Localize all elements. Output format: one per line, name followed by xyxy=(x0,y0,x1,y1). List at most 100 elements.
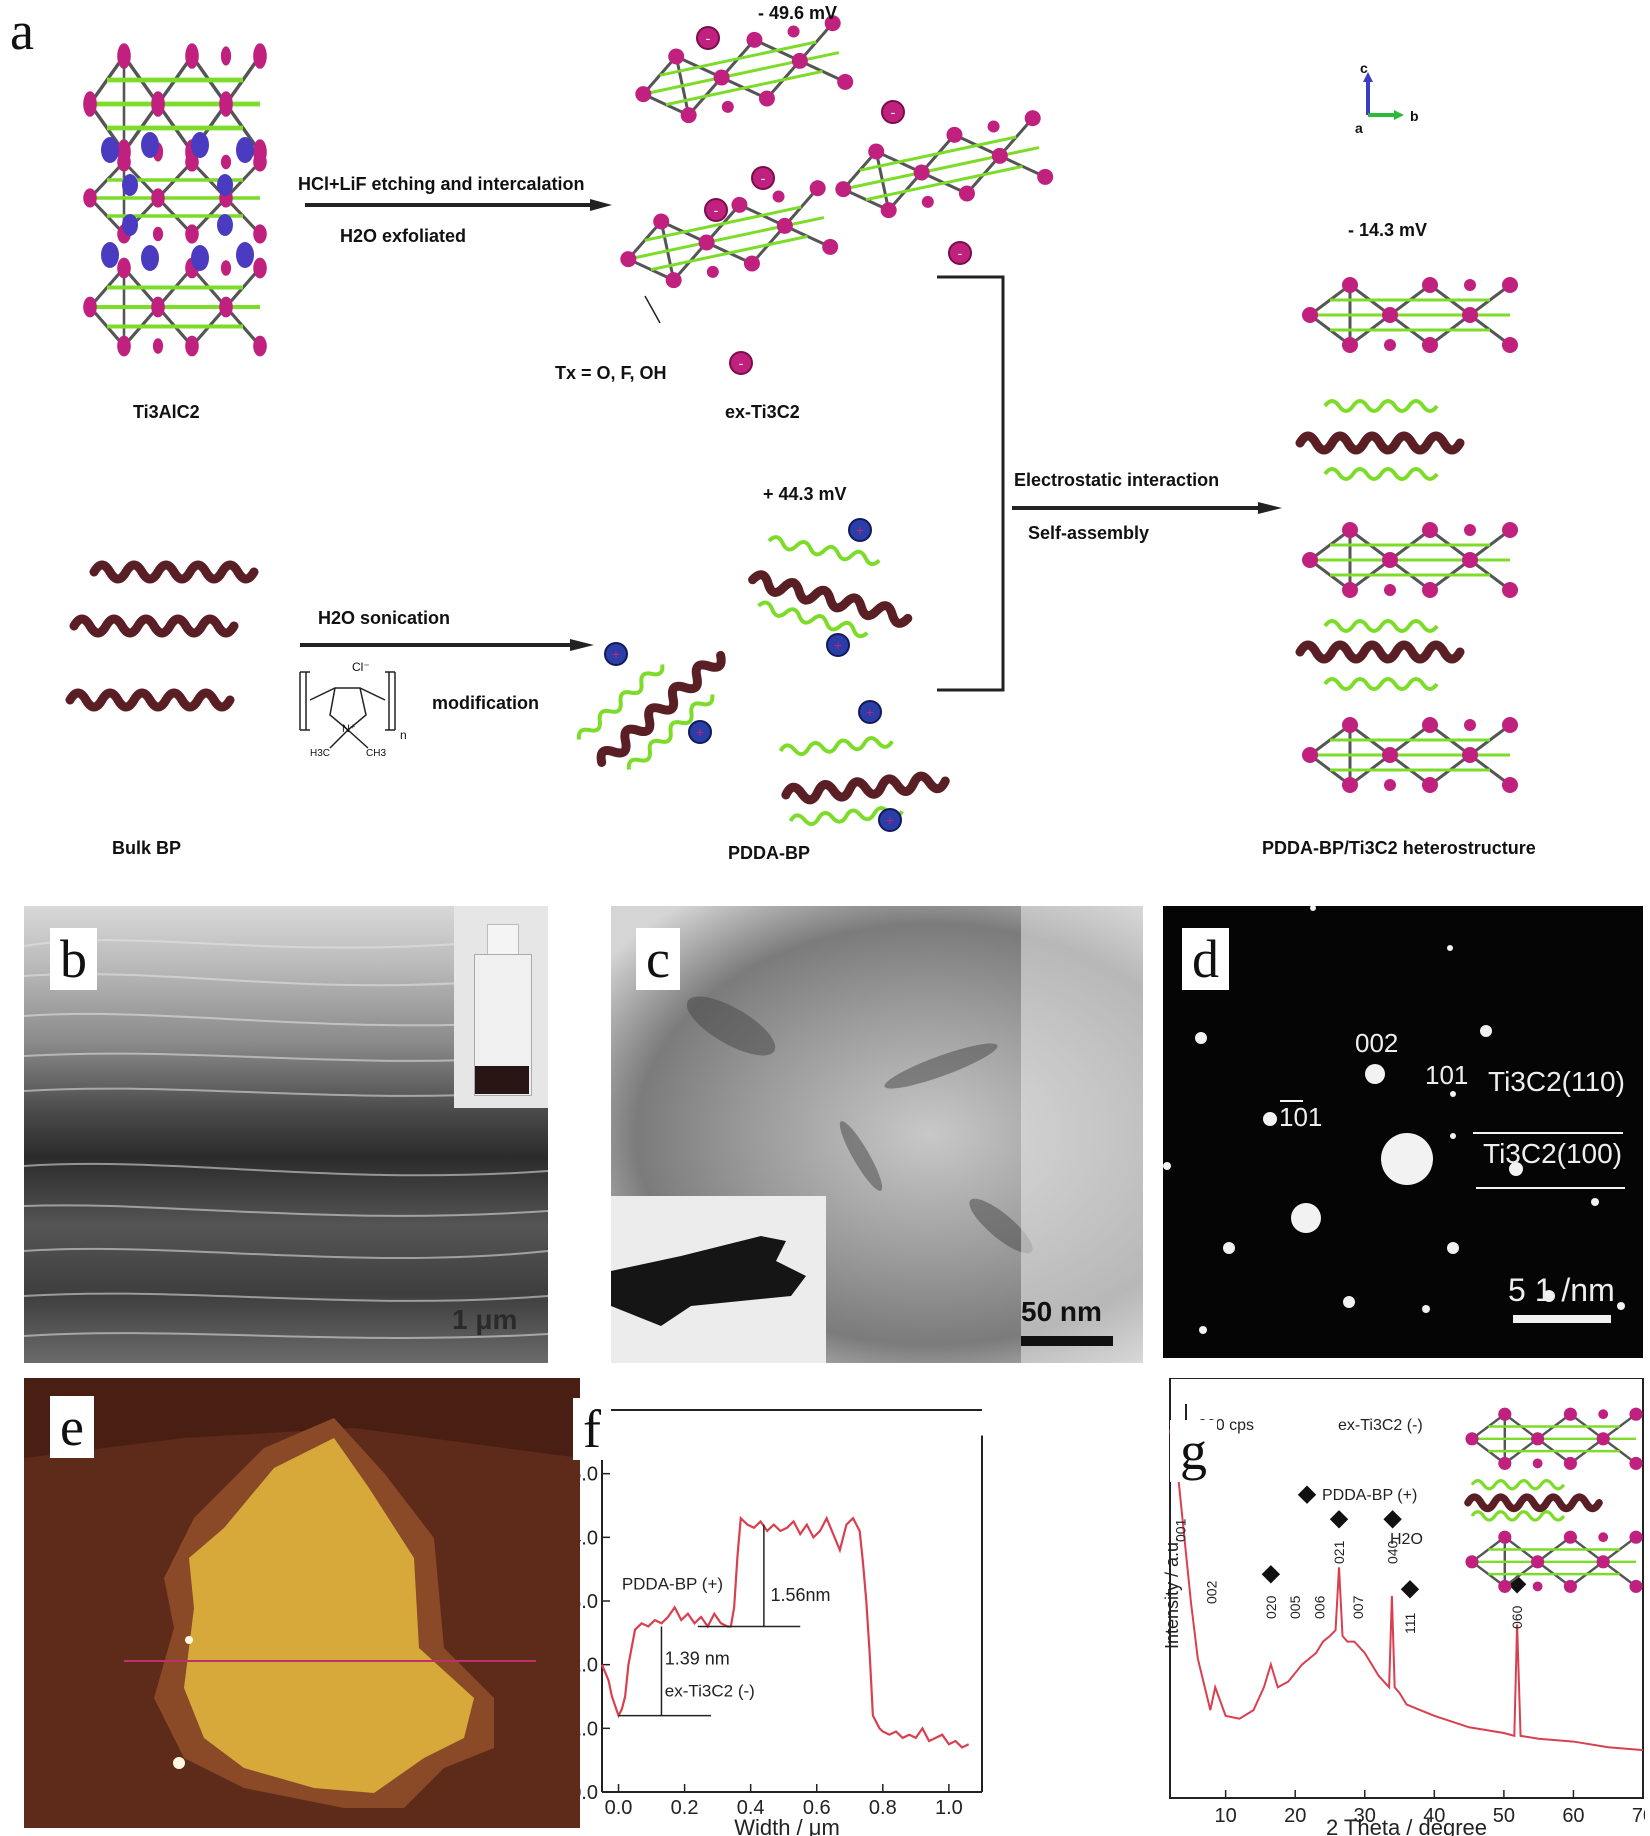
hetero-label: PDDA-BP/Ti3C2 heterostructure xyxy=(1262,838,1536,858)
g-legend-pdda: PDDA-BP (+) xyxy=(1322,1487,1417,1504)
saed-spots xyxy=(1163,906,1625,1334)
g-peak-label-4: 006 xyxy=(1312,1595,1328,1619)
axis-a-label: a xyxy=(1355,120,1363,136)
f-ann-139: 1.39 nm xyxy=(665,1649,730,1669)
g-peak-label-5: 021 xyxy=(1331,1540,1347,1564)
panel-label-g: g xyxy=(1170,1420,1217,1482)
axis-triad xyxy=(1363,72,1404,120)
panel-label-c: c xyxy=(636,928,680,990)
g-legend-h2o: H2O xyxy=(1390,1531,1423,1548)
sem-scale-label: 1 μm xyxy=(452,1304,518,1335)
zeta-pdda: + 44.3 mV xyxy=(763,484,847,504)
xrd-chart: 10 20 30 40 50 60 70 2 Theta / degree Intensity … xyxy=(1162,1378,1645,1836)
saed-ti3c2-100: Ti3C2(100) xyxy=(1483,1138,1623,1169)
axis-c-label: c xyxy=(1360,60,1368,76)
g-series-line xyxy=(1169,1429,1644,1752)
axis-b-label: b xyxy=(1410,108,1419,124)
pdda-me1-label: H3C xyxy=(310,748,331,759)
f-ytick-label-5: 5.0 xyxy=(580,1464,598,1486)
f-ytick-label-0: 0.0 xyxy=(580,1782,598,1804)
f-ytick-label-2: 2.0 xyxy=(580,1655,598,1677)
g-peak-label-3: 005 xyxy=(1287,1595,1303,1619)
g-peak-label-9: 060 xyxy=(1509,1605,1525,1629)
ti3alc2-label: Ti3AlC2 xyxy=(133,402,200,422)
f-ann-ex: ex-Ti3C2 (-) xyxy=(665,1682,755,1701)
f-series-line xyxy=(600,1515,970,1749)
pdda-structure xyxy=(299,671,396,749)
g-peak-label-8: 111 xyxy=(1402,1613,1418,1634)
bulk-bp-structure xyxy=(70,565,254,707)
saed-ti3c2-110: Ti3C2(110) xyxy=(1488,1066,1625,1097)
ti3alc2-structure xyxy=(83,43,267,359)
f-xtick-label-4: 0.8 xyxy=(869,1797,897,1819)
panel-label-e: e xyxy=(50,1396,94,1458)
g-xtick-label-0: 10 xyxy=(1215,1805,1237,1827)
f-ylabel: Thickness / nm xyxy=(580,1544,583,1692)
arrow1-top-label: HCl+LiF etching and intercalation xyxy=(298,174,585,194)
g-frame xyxy=(1169,1378,1644,1799)
f-xtick-label-3: 0.6 xyxy=(803,1797,831,1819)
g-peak-label-6: 007 xyxy=(1350,1595,1366,1619)
g-xtick-label-2: 30 xyxy=(1354,1805,1376,1827)
g-xtick-label-6: 70 xyxy=(1632,1805,1645,1827)
saed-scale-label: 5 1 /nm xyxy=(1508,1272,1615,1308)
panel-label-a: a xyxy=(0,0,44,62)
f-xtick-label-0: 0.0 xyxy=(605,1797,633,1819)
heterostructure-stack xyxy=(1300,275,1520,795)
bulk-bp-label: Bulk BP xyxy=(112,838,182,858)
arrow2-bottom-label: modification xyxy=(432,693,539,713)
g-peak-diamond-8 xyxy=(1400,1580,1420,1599)
panel-label-f: f xyxy=(573,1398,611,1460)
arrow3-top-label: Electrostatic interaction xyxy=(1014,470,1220,490)
g-legend-diamond xyxy=(1297,1485,1317,1504)
g-peak-diamond-5 xyxy=(1329,1510,1349,1529)
saed-image: 002 101 101 Ti3C2(110) Ti3C2(100) 5 1 /n… xyxy=(1163,906,1643,1358)
zeta-ex: - 49.6 mV xyxy=(758,3,838,23)
ex-ti3c2-label: ex-Ti3C2 xyxy=(725,402,800,422)
saed-002: 002 xyxy=(1355,1028,1399,1058)
schematic-panel-a: - + xyxy=(0,12,1520,832)
arrow1-bottom-label: H2O exfoliated xyxy=(340,226,467,246)
pdda-nplus-label: N⁺ xyxy=(342,723,356,735)
f-xtick-label-5: 1.0 xyxy=(935,1797,963,1819)
pdda-bp-chains xyxy=(573,518,946,832)
tem-scale-bar xyxy=(1021,1336,1113,1346)
tem-inset xyxy=(611,1196,826,1363)
afm-image xyxy=(24,1378,580,1828)
f-ytick-label-3: 3.0 xyxy=(580,1591,598,1613)
g-xtick-label-3: 40 xyxy=(1423,1805,1445,1827)
panel-label-d: d xyxy=(1182,928,1229,990)
pdda-n-label: n xyxy=(400,728,407,742)
saed-101: 101 xyxy=(1425,1060,1469,1090)
f-xtick-label-1: 0.2 xyxy=(671,1797,699,1819)
pdda-bp-label: PDDA-BP xyxy=(728,843,811,863)
g-xtick-label-1: 20 xyxy=(1284,1805,1306,1827)
g-xlabel: 2 Theta / degree xyxy=(1326,1815,1487,1836)
arrow3-bottom-label: Self-assembly xyxy=(1028,523,1150,543)
g-peak-label-7: 040 xyxy=(1385,1540,1401,1564)
g-peak-label-2: 020 xyxy=(1263,1595,1279,1619)
afm-profile-chart: 0.01.02.03.04.05.06.00.00.20.40.60.81.0W… xyxy=(580,1400,983,1836)
g-peak-diamond-2 xyxy=(1261,1565,1281,1584)
tem-scale-label: 50 nm xyxy=(1021,1296,1102,1327)
g-ylabel: Intensity / a.u. xyxy=(1162,1537,1182,1649)
ex-ti3c2-sheets xyxy=(611,12,1057,375)
tx-label: Tx = O, F, OH xyxy=(555,363,667,383)
f-ytick-label-1: 1.0 xyxy=(580,1718,598,1740)
g-legend-ex: ex-Ti3C2 (-) xyxy=(1338,1417,1423,1434)
g-xtick-label-4: 50 xyxy=(1493,1805,1515,1827)
g-peak-label-0: 001 xyxy=(1172,1518,1188,1542)
f-xtick-label-2: 0.4 xyxy=(737,1797,765,1819)
f-ann-pdda: PDDA-BP (+) xyxy=(622,1575,723,1594)
panel-label-b: b xyxy=(50,928,97,990)
arrow2-top-label: H2O sonication xyxy=(318,608,451,628)
xrd-legend-structure xyxy=(1464,1406,1644,1595)
f-ytick-label-4: 4.0 xyxy=(580,1527,598,1549)
g-xtick-label-5: 60 xyxy=(1562,1805,1584,1827)
tem-image: 50 nm xyxy=(611,906,1143,1363)
saed-m101: 101 xyxy=(1279,1102,1323,1132)
zeta-hetero: - 14.3 mV xyxy=(1348,220,1428,240)
pdda-cl-label: Cl⁻ xyxy=(352,660,370,674)
g-peak-diamond-7 xyxy=(1383,1510,1402,1529)
sem-inset-vial xyxy=(454,906,548,1108)
